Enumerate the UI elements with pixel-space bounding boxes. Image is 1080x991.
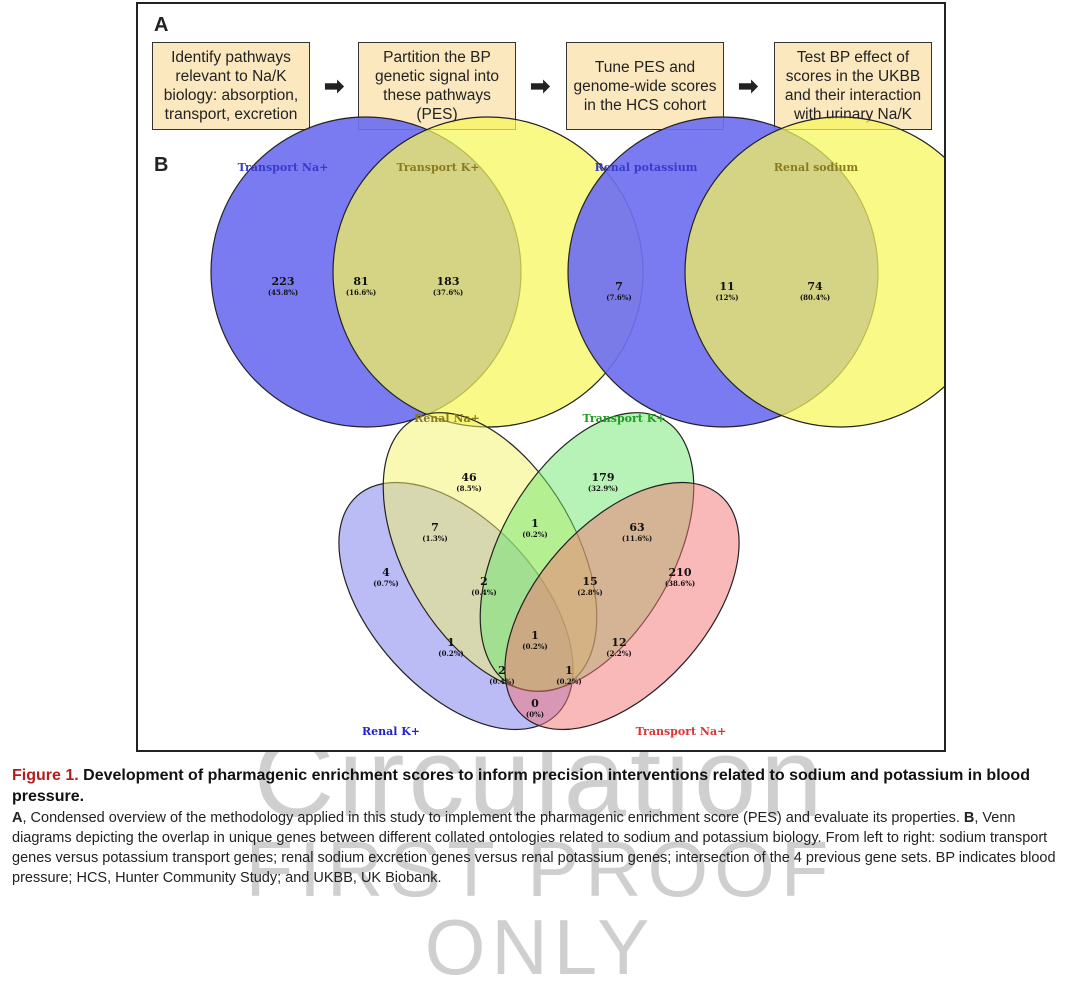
venn4-label-transport-k: Transport K+ — [582, 412, 665, 425]
venn4-region-2-count: 179 — [592, 471, 615, 484]
venn4-region-1-count: 46 — [461, 471, 477, 484]
venn1-region-a-only-count: 223 — [272, 275, 295, 288]
venn4-region-5-count: 63 — [629, 521, 644, 534]
panel-a-label: A — [154, 14, 169, 36]
caption-figure-label: Figure 1. — [12, 767, 79, 784]
venn1-region-ab-pct: (16.6%) — [346, 288, 376, 297]
venn2-region-ab-pct: (12%) — [715, 293, 738, 302]
venn2-region-b-only-pct: (80.4%) — [800, 293, 830, 302]
venn4-region-10-count: 1 — [447, 636, 455, 649]
venn4-label-renal-k: Renal K+ — [362, 725, 420, 738]
venn4-region-6-count: 4 — [382, 566, 390, 579]
venn1-region-b-only-pct: (37.6%) — [433, 288, 463, 297]
flow-step-3: Tune PES and genome-wide scores in the H… — [566, 42, 724, 130]
venn1-region-ab-count: 81 — [353, 275, 368, 288]
venn-1: Transport Na+ Transport K+ 223(45.8%) 81(16… — [210, 116, 644, 428]
venn1-region-b-only-count: 183 — [437, 275, 460, 288]
venn-diagrams: Transport Na+ Transport K+ 223(45.8%) 81(16… — [210, 116, 944, 738]
venn4-region-14-count: 1 — [565, 664, 573, 677]
flow-arrow-3: ➡ — [738, 73, 759, 100]
venn1-label-a: Transport Na+ — [238, 161, 329, 174]
venn4-region-5-pct: (11.6%) — [622, 534, 652, 543]
venn2-region-a-only-count: 7 — [615, 280, 623, 293]
venn4-region-7-pct: (0.4%) — [471, 588, 496, 597]
panel-b-label: B — [154, 154, 169, 176]
venn4-region-9-count: 210 — [669, 566, 692, 579]
caption-b-text: , Venn diagrams depicting the overlap in… — [12, 810, 1056, 886]
venn-4: Renal K+ Renal Na+ Transport K+ Transport N… — [338, 412, 740, 738]
venn4-label-transport-na: Transport Na+ — [636, 725, 727, 738]
venn4-region-11-pct: (0.2%) — [522, 642, 547, 651]
venn4-region-12-pct: (2.2%) — [606, 649, 631, 658]
venn4-region-14-pct: (0.2%) — [556, 677, 581, 686]
caption-b-label: B — [963, 810, 975, 826]
venn4-region-15-count: 0 — [531, 697, 539, 710]
figure-caption: Figure 1. Development of pharmagenic enr… — [12, 765, 1077, 888]
venn4-region-10-pct: (0.2%) — [438, 649, 463, 658]
venn4-region-11-count: 1 — [531, 629, 539, 642]
venn4-region-13-count: 2 — [498, 664, 506, 677]
flow-arrow-1: ➡ — [324, 73, 345, 100]
venn-2: Renal potassium Renal sodium 7(7.6%) 11(12%… — [567, 116, 944, 428]
flow-step-1-text: Identify pathways relevant to Na/K biolo… — [163, 49, 299, 123]
caption-title-text: Development of pharmagenic enrichment sc… — [12, 767, 1030, 805]
venn1-label-b: Transport K+ — [396, 161, 479, 174]
venn4-region-13-pct: (0.4%) — [489, 677, 514, 686]
venn4-label-renal-na: Renal Na+ — [414, 412, 480, 425]
venn4-region-8-count: 15 — [582, 575, 597, 588]
flow-step-1: Identify pathways relevant to Na/K biolo… — [152, 42, 310, 130]
venn2-region-b-only-count: 74 — [807, 280, 823, 293]
flow-arrow-2: ➡ — [530, 73, 551, 100]
venn4-region-4-count: 1 — [531, 517, 539, 530]
flow-step-2: Partition the BP genetic signal into the… — [358, 42, 516, 130]
venn4-region-3-count: 7 — [431, 521, 439, 534]
caption-a-text: , Condensed overview of the methodology … — [22, 810, 960, 826]
venn4-region-7-count: 2 — [480, 575, 488, 588]
venn1-region-a-only-pct: (45.8%) — [268, 288, 298, 297]
venn4-region-2-pct: (32.9%) — [588, 484, 618, 493]
venn4-region-1-pct: (8.5%) — [456, 484, 481, 493]
venn4-region-3-pct: (1.3%) — [422, 534, 447, 543]
flow-step-3-text: Tune PES and genome-wide scores in the H… — [573, 58, 717, 114]
caption-a-label: A — [12, 810, 23, 826]
venn4-region-8-pct: (2.8%) — [577, 588, 602, 597]
caption-title: Figure 1. Development of pharmagenic enr… — [12, 765, 1077, 807]
caption-body: A, Condensed overview of the methodology… — [12, 808, 1077, 888]
venn4-region-9-pct: (38.6%) — [665, 579, 695, 588]
venn4-ellipse-transport-na — [504, 481, 740, 731]
venn4-region-6-pct: (0.7%) — [373, 579, 398, 588]
flow-step-2-text: Partition the BP genetic signal into the… — [374, 49, 500, 123]
figure-frame: A Identify pathways relevant to Na/K bio… — [136, 2, 946, 752]
venn4-region-4-pct: (0.2%) — [522, 530, 547, 539]
venn2-region-a-only-pct: (7.6%) — [606, 293, 631, 302]
flow-step-4: Test BP effect of scores in the UKBB and… — [774, 42, 932, 130]
venn2-region-ab-count: 11 — [719, 280, 734, 293]
venn2-label-b: Renal sodium — [774, 161, 859, 174]
venn4-region-15-pct: (0%) — [526, 710, 544, 719]
venn4-region-12-count: 12 — [611, 636, 626, 649]
venn2-label-a: Renal potassium — [595, 161, 698, 174]
venn2-circle-renal-sodium — [684, 116, 944, 428]
